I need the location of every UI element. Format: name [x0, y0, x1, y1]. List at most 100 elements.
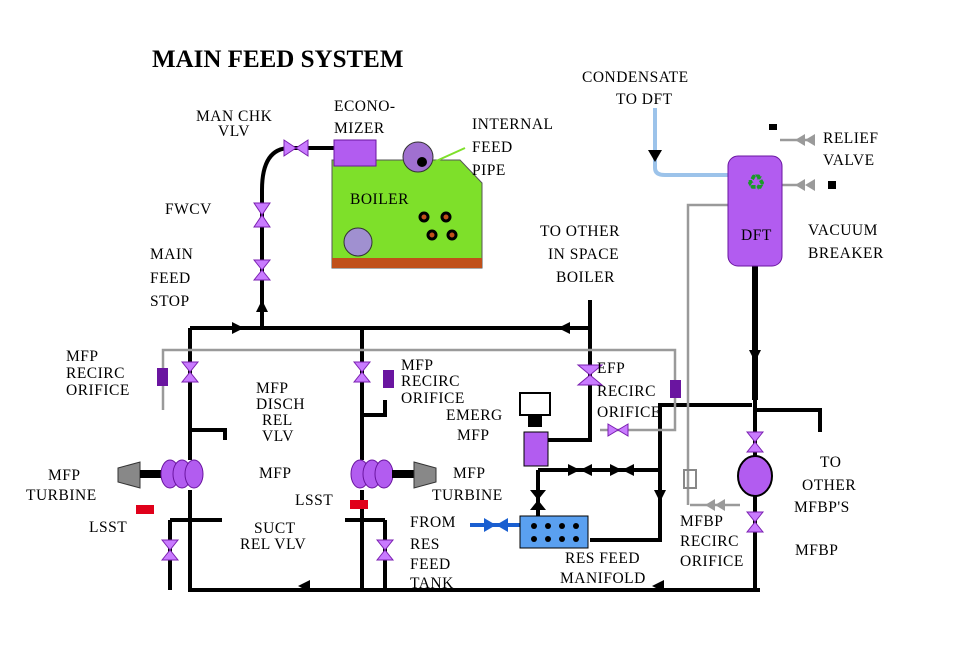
internal-feed-pipe-icon	[417, 157, 427, 167]
boiler-floor	[332, 258, 482, 268]
res-feed-tank-label: RES	[410, 536, 440, 553]
right-mfp-pump	[350, 459, 437, 489]
mfp-disch-rel-label: DISCH	[256, 396, 305, 413]
mfp-center-label: MFP	[259, 465, 292, 482]
suct-rel-vlv-label: SUCT	[254, 520, 296, 537]
res-feed-manifold-label: RES FEED	[565, 550, 640, 567]
manifold-check-valve-icon	[568, 464, 592, 476]
boiler-label: BOILER	[350, 191, 409, 208]
mfbp-recirc-valve-icon	[705, 499, 725, 511]
internal-feed-pipe-label: INTERNAL	[472, 116, 554, 133]
mfbp-recirc-label: RECIRC	[680, 533, 739, 550]
to-other-mfbp-label: OTHER	[802, 477, 856, 494]
to-other-boiler-label: IN SPACE	[548, 246, 619, 263]
relief-valve-label: VALVE	[823, 152, 875, 169]
left-suction-valve-icon	[160, 539, 180, 561]
mud-drum-icon	[343, 227, 373, 257]
to-other-boiler-label: TO OTHER	[540, 223, 620, 240]
manifold-ports	[531, 523, 579, 542]
dft-label: DFT	[741, 227, 772, 244]
right-lsst-label: LSST	[295, 492, 333, 509]
burner-icons	[418, 211, 458, 241]
mfbp-recirc-label: MFBP	[680, 513, 723, 530]
main-feed-riser-pipe	[260, 146, 335, 328]
recirc-grey-header	[161, 348, 677, 432]
main-feed-stop-icon	[252, 259, 272, 281]
res-manifold-return-pipe	[538, 468, 662, 542]
manifold-valve-icon	[610, 464, 634, 476]
man-chk-vlv-label: MAN CHK	[196, 108, 273, 125]
mfbp-recirc-label: ORIFICE	[680, 553, 744, 570]
fwcv-icon	[253, 202, 271, 228]
mfbp-discharge-valve-icon	[745, 511, 765, 533]
mfbp-pump	[737, 455, 773, 497]
efp-recirc-orifice-icon	[670, 380, 681, 398]
right-mfp-recirc-label: MFP	[401, 357, 434, 374]
emerg-suction-valve-icon	[530, 490, 546, 510]
left-mfp-turbine-label: MFP	[48, 467, 81, 484]
dft-tank	[727, 155, 783, 267]
man-chk-vlv-label: VLV	[218, 123, 250, 140]
efp-recirc-label: EFP	[597, 360, 625, 377]
left-mfp-pump	[117, 459, 204, 489]
condensate-label: CONDENSATE	[582, 69, 689, 86]
right-disch-rel-pipe	[362, 400, 387, 417]
economizer-label: MIZER	[334, 120, 385, 137]
main-feed-stop-label: STOP	[150, 293, 190, 310]
left-mfp-recirc-label: RECIRC	[66, 365, 125, 382]
mfbp-cross-pipe	[658, 403, 752, 470]
check-valves	[530, 464, 634, 510]
efp-recirc-valve-icon	[607, 423, 629, 437]
efp-recirc-label: RECIRC	[597, 383, 656, 400]
right-mfp-turbine-label: MFP	[453, 465, 486, 482]
mfp-disch-rel-label: VLV	[262, 428, 294, 445]
left-lsst-label: LSST	[89, 519, 127, 536]
internal-feed-pipe-label: PIPE	[472, 162, 506, 179]
suct-rel-vlv-label: REL VLV	[240, 536, 307, 553]
relief-valve-label: RELIEF	[823, 130, 879, 147]
left-recirc-orifice-icon	[157, 368, 168, 386]
to-other-mfbp-label: MFBP'S	[794, 499, 850, 516]
right-lsst-icon	[350, 500, 368, 509]
condensate-funnel-icon	[648, 150, 662, 162]
left-mfp-disch-valve-icon	[180, 361, 200, 383]
economizer-label: ECONO-	[334, 98, 396, 115]
left-mfp-turbine-label: TURBINE	[26, 487, 97, 504]
condensate-pipe	[653, 108, 728, 177]
mfbp-suction-valve-icon	[745, 431, 765, 453]
efp-recirc-label: ORIFICE	[597, 404, 661, 421]
left-lsst-icon	[136, 505, 154, 514]
mfbp-recirc-orifice-icon	[683, 469, 697, 489]
right-mfp-turbine-label: TURBINE	[432, 487, 503, 504]
emerg-mfp-label: EMERG	[446, 407, 503, 424]
page-title: MAIN FEED SYSTEM	[152, 46, 403, 73]
res-feed-tank-label: TANK	[410, 575, 454, 592]
mfp-disch-rel-label: MFP	[256, 380, 289, 397]
res-feed-inlet-valve	[484, 518, 508, 532]
to-other-mfbp-pipe	[755, 408, 822, 432]
suction-header-pipe	[188, 490, 760, 592]
economizer-box	[333, 139, 377, 167]
to-other-boiler-label: BOILER	[556, 269, 615, 286]
valves	[160, 139, 765, 561]
res-feed-manifold-label: MANIFOLD	[560, 570, 646, 587]
grey-valves	[705, 134, 815, 511]
right-suction-valve-icon	[375, 539, 395, 561]
emerg-mfp-pump	[523, 431, 549, 467]
relief-valve-cap	[769, 124, 777, 130]
emerg-mfp-motor	[519, 392, 551, 416]
to-other-mfbp-label: TO	[820, 454, 841, 471]
relief-valve-icon	[795, 134, 815, 146]
main-feed-stop-label: MAIN	[150, 246, 193, 263]
mfp-disch-rel-label: REL	[262, 412, 293, 429]
vacuum-breaker-icon	[795, 179, 815, 191]
left-disch-rel-pipe	[190, 428, 227, 440]
internal-feed-pipe-label: FEED	[472, 139, 513, 156]
main-feed-stop-label: FEED	[150, 270, 191, 287]
left-mfp-recirc-label: MFP	[66, 348, 99, 365]
res-feed-tank-label: FEED	[410, 556, 451, 573]
mfbp-label: MFBP	[795, 542, 838, 559]
emerg-mfp-label: MFP	[457, 427, 490, 444]
